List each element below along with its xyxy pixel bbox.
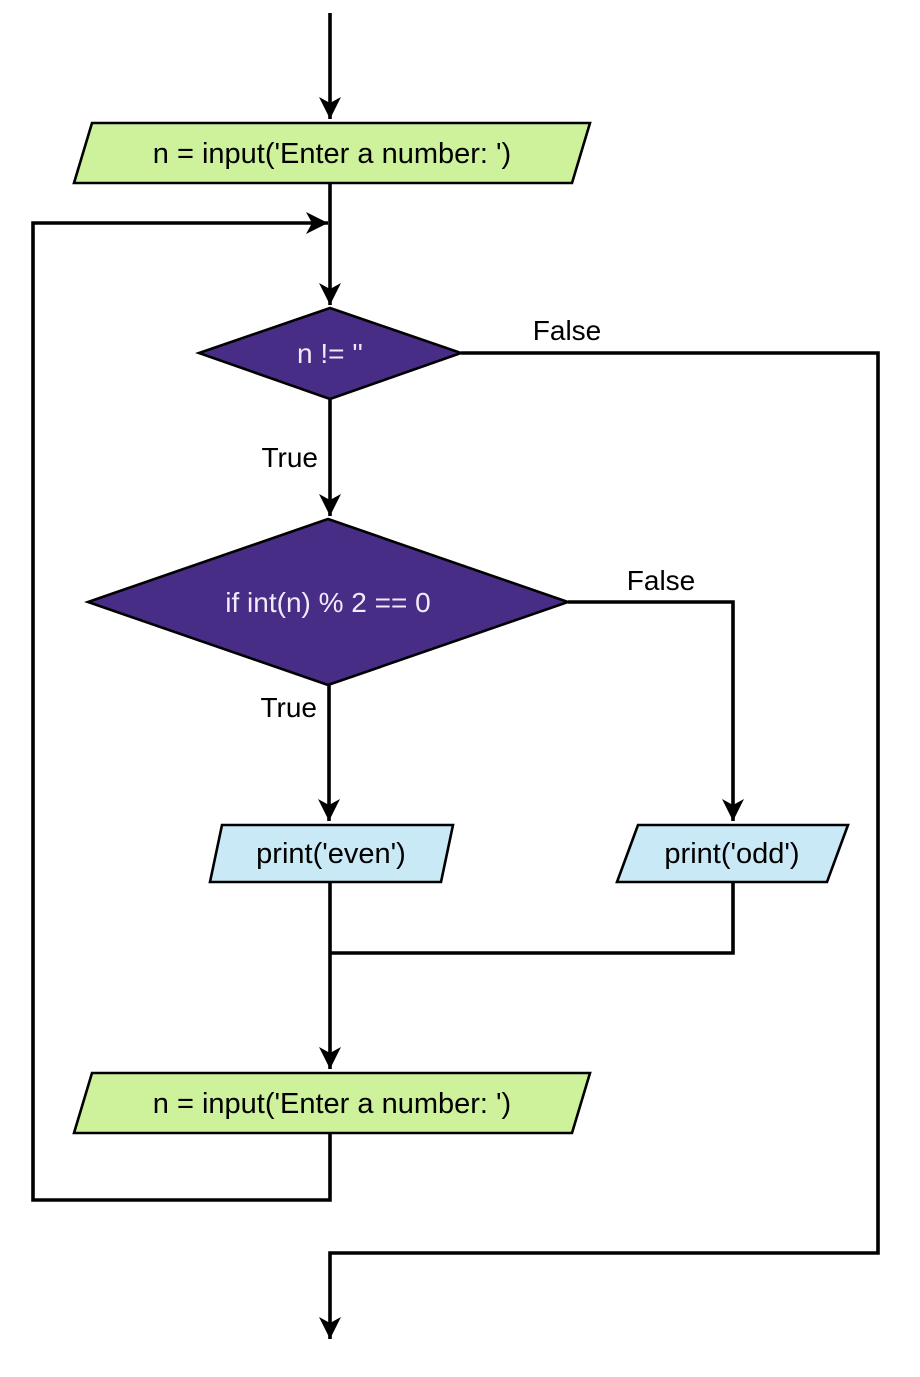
edge-even-false <box>568 600 744 821</box>
output-parallelogram <box>208 823 455 884</box>
node-input-top: n = input('Enter a number: ') <box>72 121 592 185</box>
node-decision-even: if int(n) % 2 == 0 <box>84 517 572 687</box>
node-print-even: print('even') <box>208 823 455 884</box>
node-decision-not-empty: n != '' <box>195 306 465 401</box>
io-parallelogram <box>72 121 592 185</box>
edge-label-not-empty-false: False <box>533 315 601 346</box>
node-input-bottom: n = input('Enter a number: ') <box>72 1071 592 1135</box>
edge-label-even-false: False <box>627 565 695 596</box>
node-print-odd-label: print('odd') <box>664 838 799 870</box>
output-parallelogram <box>615 823 850 884</box>
node-decision-even-label: if int(n) % 2 == 0 <box>225 587 430 618</box>
node-input-bottom-label: n = input('Enter a number: ') <box>153 1088 511 1120</box>
edge-odd-merge <box>330 882 735 955</box>
io-parallelogram <box>72 1071 592 1135</box>
edge-not-empty-false-exit <box>319 351 880 1339</box>
decision-diamond <box>84 517 572 687</box>
node-input-top-label: n = input('Enter a number: ') <box>153 138 511 170</box>
node-decision-not-empty-label: n != '' <box>297 338 363 369</box>
decision-diamond <box>195 306 465 401</box>
edge-label-not-empty-true: True <box>261 442 318 473</box>
node-print-odd: print('odd') <box>615 823 850 884</box>
edge-label-even-true: True <box>260 692 317 723</box>
edge-loop-back <box>31 212 332 1202</box>
node-print-even-label: print('even') <box>256 838 406 870</box>
